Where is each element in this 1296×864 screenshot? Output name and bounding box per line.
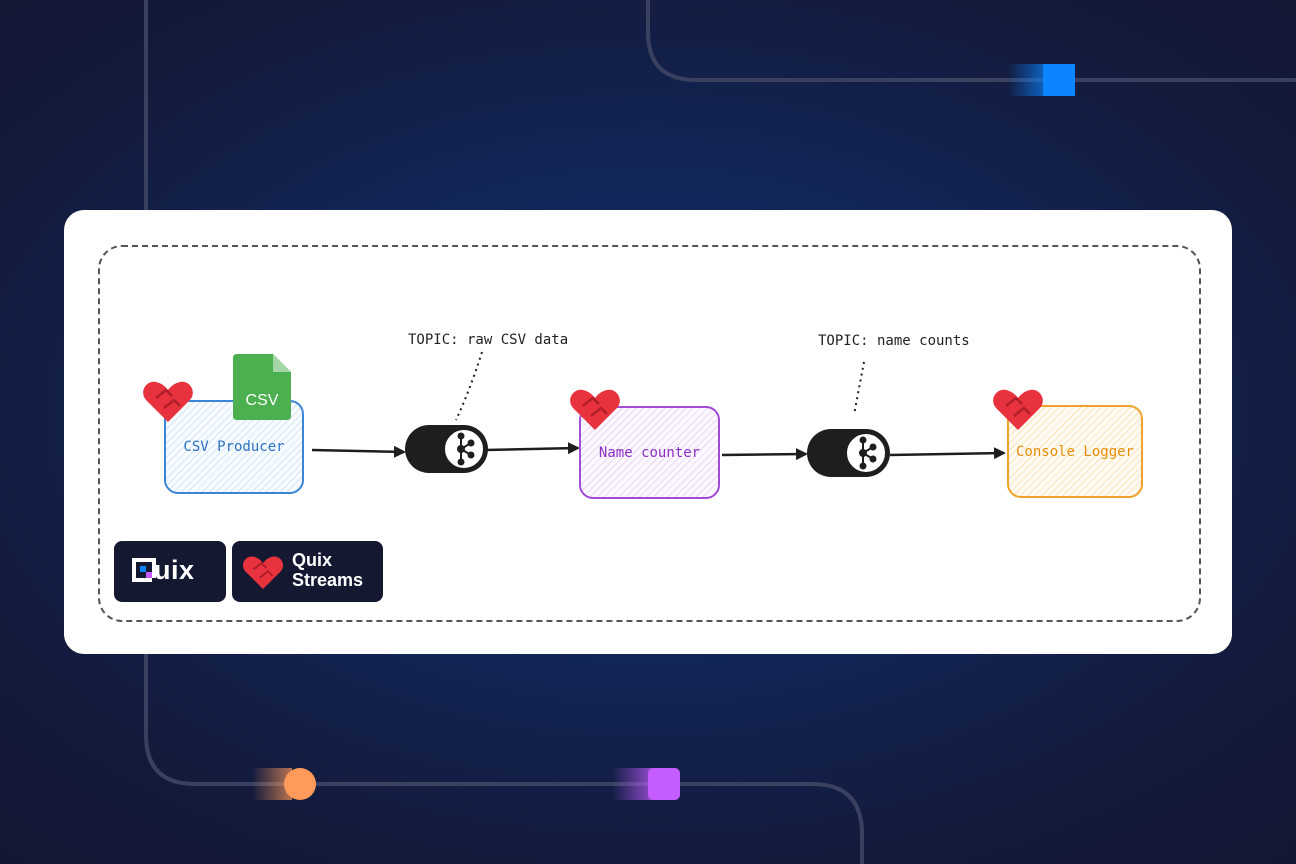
console-logger-label: Console Logger: [1015, 443, 1134, 460]
csv-file-icon: [233, 354, 291, 420]
diagram-card: TOPIC: raw CSV data TOPIC: name counts C…: [64, 210, 1232, 654]
quix-wordmark: uix: [154, 555, 195, 585]
topic-counts-pointer: [853, 361, 865, 416]
name-counter-label: Name counter: [598, 444, 701, 461]
arrow-topic-to-logger: [889, 447, 1006, 460]
python-heart-icon: [242, 556, 284, 589]
arrow-producer-to-topic: [311, 445, 406, 458]
flow-connectors: [311, 351, 1006, 461]
purple-glow-trail: [612, 768, 652, 800]
arrow-counter-to-topic: [721, 448, 808, 461]
kafka-topic-icon: [405, 425, 488, 473]
topic-label-name-counts: TOPIC: name counts: [818, 333, 970, 349]
console-logger-service: Console Logger: [1007, 405, 1143, 498]
orange-circle-dot: [284, 768, 316, 800]
arrow-topic-to-counter: [485, 442, 580, 455]
blue-glow-trail: [1008, 64, 1046, 96]
quix-logo-badge: uix: [114, 541, 226, 602]
csv-file-label: CSV: [245, 392, 279, 409]
topic-raw-pointer: [455, 351, 483, 421]
kafka-topic-icon: [807, 429, 890, 477]
quix-logo-icon: [132, 558, 158, 584]
quix-streams-wordmark: Quix Streams: [292, 550, 363, 590]
purple-square-dot: [648, 768, 680, 800]
topic-label-raw-csv: TOPIC: raw CSV data: [408, 332, 569, 348]
quix-streams-line1: Quix: [292, 550, 333, 570]
python-heart-icon: [993, 389, 1043, 430]
python-heart-icon: [570, 389, 620, 430]
quix-streams-line2: Streams: [292, 570, 364, 590]
pipeline-boundary: [98, 245, 1201, 622]
quix-streams-badge: Quix Streams: [232, 541, 383, 602]
blue-square-dot: [1043, 64, 1075, 96]
python-heart-icon: [143, 381, 193, 422]
csv-producer-label: CSV Producer: [183, 439, 285, 455]
